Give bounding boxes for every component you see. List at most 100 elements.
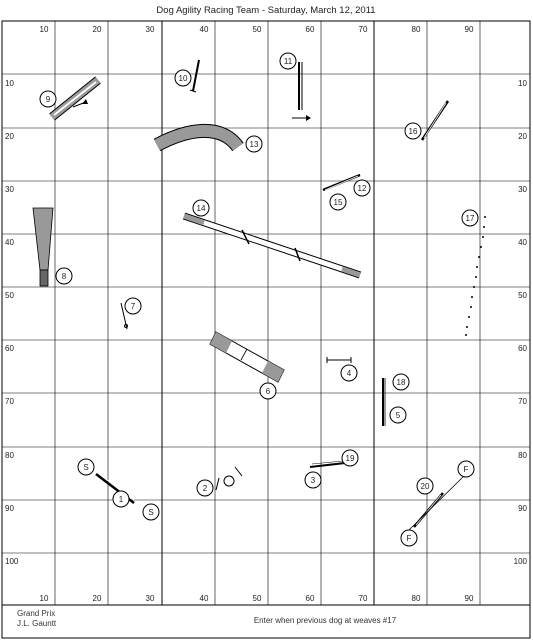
svg-text:30: 30 [146, 25, 155, 34]
svg-text:50: 50 [253, 25, 262, 34]
svg-text:14: 14 [197, 204, 206, 213]
svg-text:40: 40 [200, 25, 209, 34]
svg-text:70: 70 [359, 25, 368, 34]
label-17: 17 [461, 209, 479, 227]
obstacle-number-labels: S S 1 2 3 4 5 6 7 8 9 10 11 12 13 14 15 … [39, 52, 479, 547]
svg-text:40: 40 [518, 238, 527, 247]
svg-text:30: 30 [518, 185, 527, 194]
svg-text:16: 16 [409, 127, 418, 136]
obstacle-6-a-frame [209, 331, 285, 383]
footer-frame [1, 604, 531, 639]
label-11: 11 [279, 52, 297, 70]
svg-text:17: 17 [466, 214, 475, 223]
svg-text:60: 60 [5, 344, 14, 353]
svg-text:70: 70 [359, 594, 368, 603]
svg-text:20: 20 [93, 594, 102, 603]
svg-text:70: 70 [5, 397, 14, 406]
label-3: 3 [304, 471, 322, 489]
svg-text:10: 10 [179, 74, 188, 83]
x-tick-labels-bottom: 10 20 30 40 50 60 70 80 90 [40, 594, 474, 603]
svg-text:60: 60 [306, 594, 315, 603]
svg-text:13: 13 [250, 140, 259, 149]
obstacle-16-jump [420, 100, 450, 141]
course-frame [1, 20, 531, 606]
label-10: 10 [174, 69, 192, 87]
obstacle-2-tire [215, 466, 243, 491]
svg-text:80: 80 [518, 451, 527, 460]
svg-text:5: 5 [396, 411, 401, 420]
label-2: 2 [196, 479, 214, 497]
svg-text:20: 20 [518, 132, 527, 141]
class-name: Grand Prix [17, 609, 56, 618]
grid-lines [2, 21, 530, 605]
y-tick-labels-right: 10 20 30 40 50 60 70 80 90 100 [514, 79, 528, 566]
svg-text:7: 7 [131, 302, 136, 311]
label-4: 4 [340, 364, 358, 382]
obstacle-17-weaves [465, 216, 486, 336]
svg-text:2: 2 [203, 484, 208, 493]
obstacle-9-teeter [49, 76, 101, 121]
course-title: Dog Agility Racing Team - Saturday, Marc… [156, 5, 375, 16]
svg-text:15: 15 [334, 198, 343, 207]
svg-text:50: 50 [5, 291, 14, 300]
obstacle-8-chute [32, 207, 54, 287]
label-finish-a: F [457, 460, 475, 478]
svg-text:10: 10 [40, 25, 49, 34]
svg-text:100: 100 [514, 557, 528, 566]
svg-text:90: 90 [5, 504, 14, 513]
svg-text:100: 100 [5, 557, 19, 566]
svg-text:9: 9 [46, 95, 51, 104]
entry-note: Enter when previous dog at weaves #17 [253, 616, 397, 625]
svg-text:40: 40 [200, 594, 209, 603]
svg-text:19: 19 [346, 454, 355, 463]
obstacle-12-jump [322, 173, 361, 192]
obstacle-7-jump [120, 302, 128, 330]
svg-text:20: 20 [5, 132, 14, 141]
obstacle-14-dogwalk [182, 212, 362, 279]
svg-text:F: F [407, 534, 412, 543]
label-18: 18 [392, 373, 410, 391]
svg-text:30: 30 [146, 594, 155, 603]
label-5: 5 [389, 406, 407, 424]
y-tick-labels-left: 10 20 30 40 50 60 70 80 90 100 [5, 79, 19, 566]
svg-text:3: 3 [311, 476, 316, 485]
svg-text:F: F [464, 465, 469, 474]
label-9: 9 [39, 90, 57, 108]
footer-class-info: Grand Prix J.L. Gauntt [17, 609, 56, 629]
label-6: 6 [259, 382, 277, 400]
obstacle-19-jump [309, 460, 346, 468]
obstacle-10-jump [189, 59, 200, 93]
svg-text:80: 80 [5, 451, 14, 460]
label-14: 14 [192, 199, 210, 217]
svg-text:90: 90 [518, 504, 527, 513]
svg-text:12: 12 [358, 184, 367, 193]
label-1: 1 [112, 490, 130, 508]
svg-text:80: 80 [412, 594, 421, 603]
label-start-a: S [77, 458, 95, 476]
obstacle-11-jump [292, 62, 311, 121]
svg-text:10: 10 [518, 79, 527, 88]
svg-text:8: 8 [62, 272, 67, 281]
svg-text:10: 10 [40, 594, 49, 603]
svg-text:4: 4 [347, 369, 352, 378]
label-finish-b: F [400, 529, 418, 547]
judge-name: J.L. Gauntt [17, 619, 57, 628]
svg-text:S: S [148, 508, 153, 517]
footer-note: Enter when previous dog at weaves #17 [190, 616, 460, 626]
svg-text:1: 1 [119, 495, 124, 504]
obstacle-18-jump [382, 378, 386, 426]
svg-text:6: 6 [266, 387, 271, 396]
x-tick-labels-top: 10 20 30 40 50 60 70 80 90 [40, 25, 474, 34]
svg-text:20: 20 [421, 482, 430, 491]
svg-text:60: 60 [306, 25, 315, 34]
label-start-b: S [142, 503, 160, 521]
obstacle-13-tunnel-fill [154, 125, 243, 151]
svg-text:90: 90 [465, 594, 474, 603]
svg-text:70: 70 [518, 397, 527, 406]
svg-text:S: S [83, 463, 88, 472]
obstacle-20-jump [407, 474, 466, 532]
svg-text:20: 20 [93, 25, 102, 34]
svg-text:50: 50 [518, 291, 527, 300]
label-15: 15 [329, 193, 347, 211]
